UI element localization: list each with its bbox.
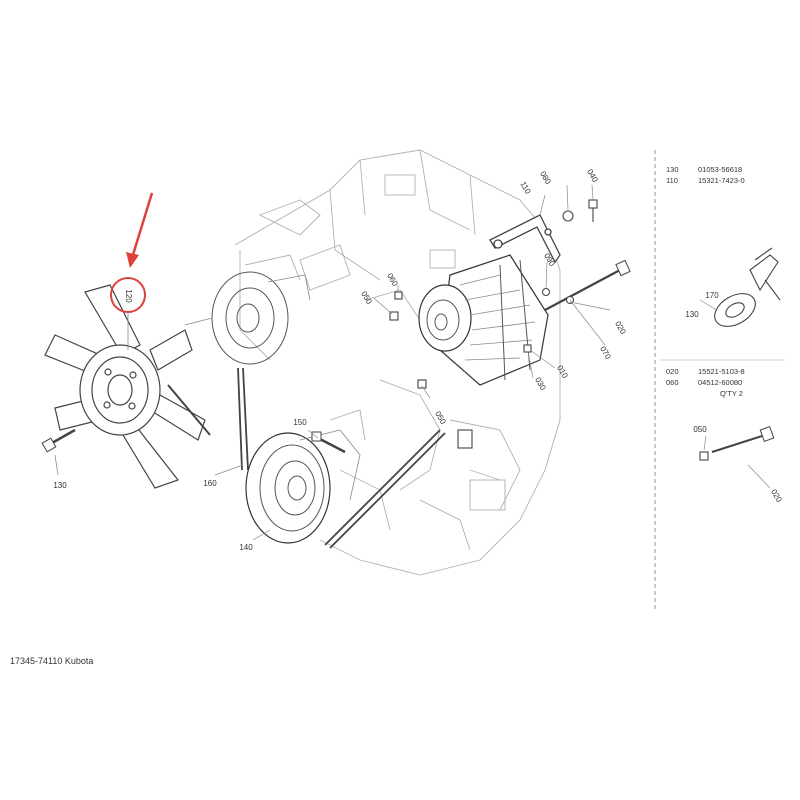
table-row-4-ref: 060 [666, 378, 679, 387]
fan-blade [149, 329, 193, 371]
callout-160: 160 [203, 479, 217, 488]
callout-170: 170 [705, 291, 719, 300]
callout-050-a: 050 [359, 290, 374, 307]
callout-120: 120 [124, 289, 133, 303]
callout-010: 010 [555, 364, 570, 381]
table-row-4-part: 04512-60080 [698, 378, 742, 387]
callout-130-inset: 130 [685, 310, 699, 319]
nut-icon [457, 429, 473, 449]
callout-030: 030 [533, 376, 548, 393]
table-row-2-part: 15321-7423-0 [698, 176, 745, 185]
callout-050-inset: 050 [693, 425, 707, 434]
nut-icon [417, 379, 427, 389]
fan-belt [237, 367, 446, 549]
callout-040: 040 [585, 168, 600, 185]
inset-drawing-top [714, 247, 781, 327]
nut-icon [523, 344, 532, 353]
nut-icon [389, 311, 399, 321]
nut-icon [699, 451, 709, 461]
callout-130: 130 [53, 481, 67, 490]
washer-icon [562, 210, 574, 222]
highlight-arrow [130, 192, 154, 259]
nut-icon [394, 291, 403, 300]
fasteners [389, 199, 738, 461]
callout-110: 110 [518, 180, 532, 196]
table-row-3-ref: 020 [666, 367, 679, 376]
table-row-2-ref: 110 [666, 176, 678, 185]
parts-table: 130 01053-56618 110 15321-7423-0 020 155… [666, 165, 745, 398]
callout-150: 150 [293, 418, 307, 427]
water-pump-hub [184, 271, 311, 365]
bolt-icon [588, 199, 598, 209]
inset-drawing-bottom [711, 426, 775, 453]
table-row-1-part: 01053-56618 [698, 165, 742, 174]
callout-140: 140 [239, 543, 253, 552]
alternator [418, 254, 549, 386]
washer-icon [541, 287, 551, 297]
part-number-caption: 17345-74110 Kubota [10, 656, 94, 666]
callout-020-inset: 020 [769, 488, 784, 505]
alternator-bolt [544, 259, 631, 311]
leader-lines [214, 184, 771, 541]
table-row-3-part: 15521-5103-8 [698, 367, 745, 376]
table-row-1-ref: 130 [666, 165, 679, 174]
callout-020-a: 020 [613, 320, 628, 337]
cooling-fan [44, 284, 206, 489]
qty-note: Q'TY 2 [720, 389, 743, 398]
callout-050-b: 050 [433, 410, 448, 427]
callout-080: 080 [538, 170, 553, 187]
engine-block-outline [234, 149, 561, 576]
fan-bolt [41, 428, 76, 476]
callout-070: 070 [598, 345, 613, 362]
